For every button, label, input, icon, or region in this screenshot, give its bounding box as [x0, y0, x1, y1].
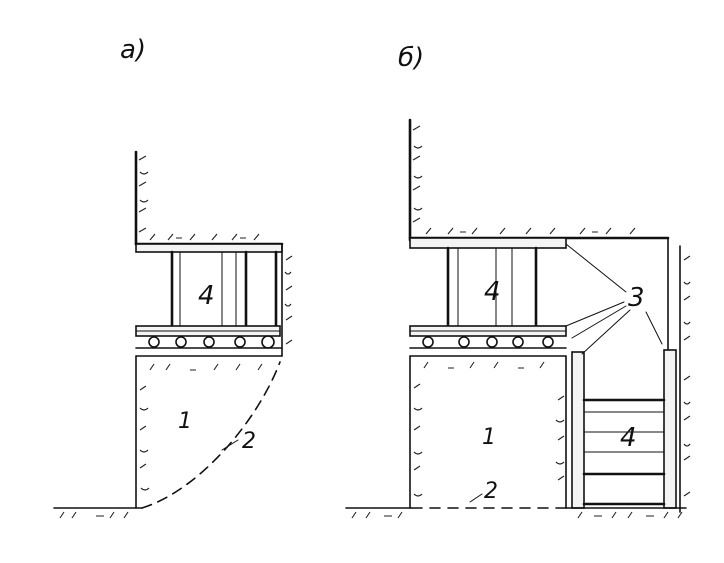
- panel-b-support-posts: [571, 349, 677, 509]
- panel-b-support-label: 3: [628, 283, 645, 313]
- panel-b-support-callout: 3: [565, 243, 663, 355]
- panel-b-upper-block: 4: [446, 246, 538, 328]
- panel-b-soil-label: 1: [482, 425, 496, 450]
- panel-a: а) 4: [53, 35, 293, 519]
- panel-b-top-slab: [408, 227, 670, 249]
- panel-a-top-slab: [134, 233, 284, 253]
- panel-b-roller-platform: [409, 325, 567, 357]
- panel-a-upper-wall: [134, 150, 149, 246]
- panel-b-ground: [345, 507, 687, 519]
- panel-a-roller-platform: [135, 325, 283, 357]
- panel-a-right-wall: [281, 243, 293, 357]
- panel-b-slip-surface: 2: [411, 479, 567, 509]
- panel-b-lower-block-label: 4: [620, 423, 637, 453]
- panel-a-ground: [53, 507, 143, 519]
- panel-b-upper-block-label: 4: [484, 277, 501, 307]
- panel-b-slip-label: 2: [484, 479, 498, 504]
- panel-a-block-label: 4: [198, 281, 215, 311]
- panel-b: б) 4: [345, 43, 691, 519]
- panel-a-soil-mass: 1: [135, 355, 263, 509]
- panel-a-soil-label: 1: [178, 409, 192, 434]
- panel-b-caption: б): [398, 43, 424, 73]
- panel-a-slip-surface: 2: [141, 361, 281, 509]
- panel-b-upper-wall: [408, 118, 423, 242]
- panel-b-soil-mass: 1: [409, 355, 567, 509]
- panel-a-slip-label: 2: [242, 429, 256, 454]
- panel-a-caption: а): [120, 35, 146, 65]
- panel-b-right-wall: [667, 237, 691, 513]
- panel-a-block: 4: [170, 250, 278, 328]
- panel-b-lower-block: 4: [582, 398, 666, 506]
